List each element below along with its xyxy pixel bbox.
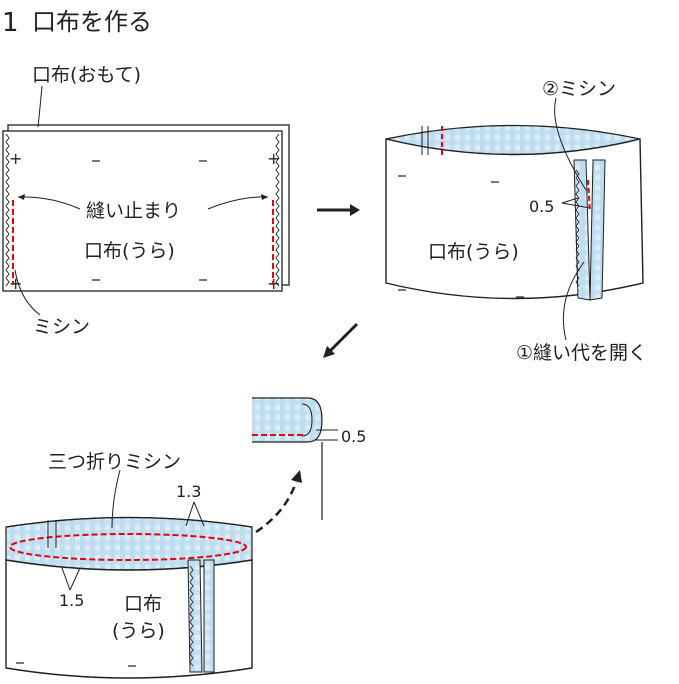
seam-allowance: [589, 159, 606, 301]
arrow-down-left-icon: [323, 322, 359, 358]
label-back-3-line1: 口布: [124, 593, 162, 615]
label-sewing-2: ②ミシン: [542, 78, 616, 100]
fabric-back-layer: [2, 130, 283, 292]
label-front: 口布(おもて): [32, 64, 141, 86]
label-measure-side: 1.5: [59, 591, 84, 610]
leader-triple: [111, 469, 121, 529]
label-measure: 0.5: [529, 197, 554, 216]
measure-tick: [316, 429, 338, 441]
hem-fold: [252, 398, 322, 442]
label-sewing: ミシン: [33, 316, 90, 338]
zigzag-edge: [575, 169, 580, 287]
seam-allowance: [203, 559, 215, 673]
label-detail-measure: 0.5: [341, 427, 366, 446]
label-back: 口布(うら): [84, 240, 175, 262]
dashed-curved-arrow-icon: [255, 470, 302, 534]
leader-measure-top: [185, 501, 205, 527]
leader-front: [37, 85, 43, 128]
label-back-2: 口布(うら): [428, 241, 519, 263]
stitch-seam: [587, 179, 591, 213]
back-seam: [421, 126, 429, 155]
panel1-flat-fabric: + + + + 口布(おもて) 縫い止まり 口布(うら) ミシン: [2, 64, 290, 338]
plus-mark: +: [267, 149, 280, 168]
label-triple: 三つ折りミシン: [48, 451, 181, 473]
seam-allowance: [187, 559, 203, 673]
arrowhead: [18, 194, 25, 200]
step-title: 口布を作る: [32, 8, 152, 36]
zigzag-edge: [189, 565, 194, 667]
tube-rim: [5, 516, 253, 528]
arrowhead: [261, 194, 268, 200]
label-stop: 縫い止まり: [86, 200, 181, 222]
tube-body-3: [5, 559, 253, 679]
hem-outline: [252, 397, 323, 443]
label-open: ①縫い代を開く: [516, 342, 647, 364]
leader-measure: [561, 197, 591, 209]
leader-measure-side: [61, 567, 81, 591]
label-measure-top: 1.3: [176, 482, 201, 501]
leader-open: [562, 261, 585, 341]
tube-inner-lining-3: [5, 516, 253, 571]
detail-hem: 0.5: [252, 397, 366, 520]
panel2-tube: ②ミシン 0.5 口布(うら) ①縫い代を開く: [385, 78, 647, 364]
stitch-triple: [9, 533, 247, 561]
label-back-3-line2: (うら): [112, 620, 165, 642]
hem-inner-fold: [301, 403, 313, 437]
plus-mark: +: [9, 149, 22, 168]
zigzag-left-edge: [5, 133, 10, 287]
panel3-tube: 三つ折りミシン 1.3 1.5 口布 (うら): [5, 451, 253, 679]
step-number: 1: [2, 8, 19, 38]
plus-mark: +: [9, 274, 22, 293]
zigzag-right-edge: [275, 133, 280, 287]
arrow-right-icon: [317, 204, 360, 216]
leader-sewing: [14, 269, 41, 316]
leader-sewing-2: [554, 97, 587, 191]
